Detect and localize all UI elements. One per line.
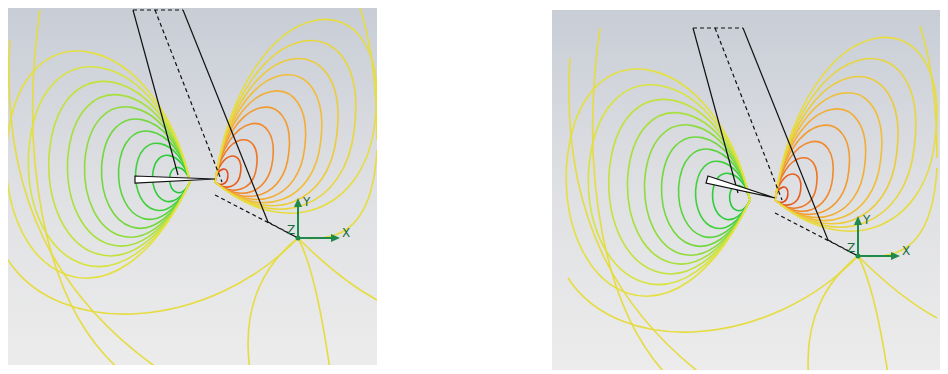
axis-label: Y	[863, 214, 870, 226]
axis-label: X	[342, 227, 350, 239]
axis-label: Z	[847, 242, 855, 254]
axis-label: Y	[303, 196, 310, 208]
axis-label: X	[902, 245, 910, 257]
axis-label: Z	[287, 224, 295, 236]
